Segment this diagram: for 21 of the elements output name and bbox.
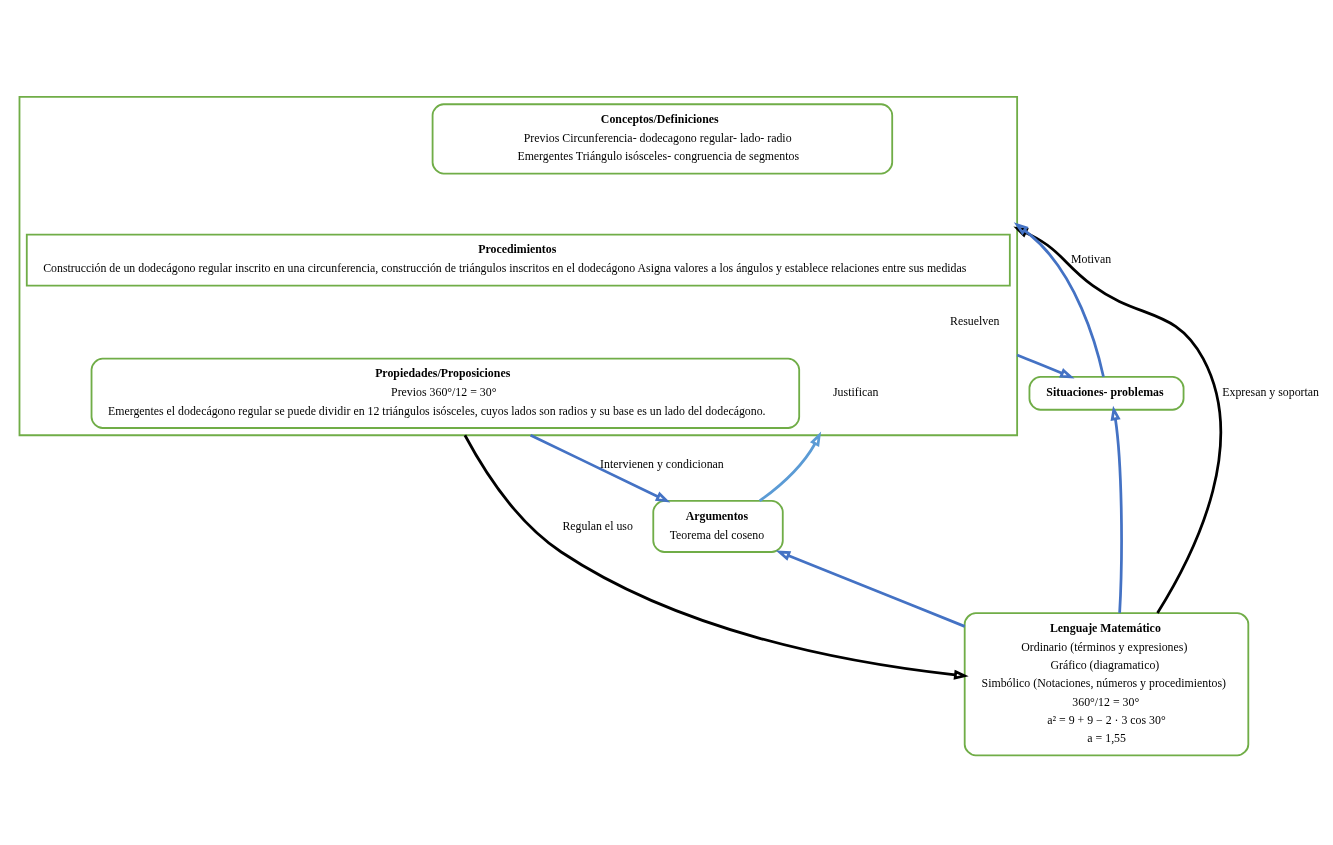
arrow xyxy=(1110,405,1123,613)
arrow xyxy=(1016,353,1075,379)
node-box: Procedimientos Construcción de un dodecágono regular inscrito en una circunferencia, construcción de triángulos inscritos en el dodecágono Asigna valores a los ángulos y establece relaciones entre sus medidas xyxy=(25,233,1011,287)
node-box: Conceptos/Definiciones Previos Circunferencia- dodecagono regular- lado- radio Emergentes Triángulo isósceles- congruencia de segmentos xyxy=(431,103,894,175)
arrow xyxy=(529,434,671,503)
node-box: Situaciones- problemas xyxy=(1028,376,1185,411)
edge-label: Justifican xyxy=(833,385,879,400)
edge-label: Expresan y soportan xyxy=(1222,385,1319,400)
edge-label: Resuelven xyxy=(950,314,1000,329)
edge-label: Regulan el uso xyxy=(562,518,633,533)
arrow xyxy=(775,550,966,628)
arrow xyxy=(1013,222,1105,377)
edge-label: Intervienen y condicionan xyxy=(600,456,724,471)
edge-label: Motivan xyxy=(1070,252,1112,267)
node-box: Argumentos Teorema del coseno xyxy=(652,500,784,553)
cluster xyxy=(18,96,1019,437)
arrow xyxy=(758,431,822,502)
arrow xyxy=(463,434,969,680)
arrow xyxy=(1013,226,1222,614)
node-box: Propiedades/Proposiciones Previos 360°/12 = 30° Emergentes el dodecágono regular se puede dividir en 12 triángulos isósceles, cuyos lados son radios y su base es un lado del dodecágono. xyxy=(90,357,801,429)
node-box: Lenguaje Matemático Ordinario (términos y expresiones) Gráfico (diagramatico) Simbólico (Notaciones, números y procedimientos) 360°/12 = 30° a² = 9 + 9 − 2 · 3 cos 30° a = 1,55 xyxy=(963,612,1250,757)
